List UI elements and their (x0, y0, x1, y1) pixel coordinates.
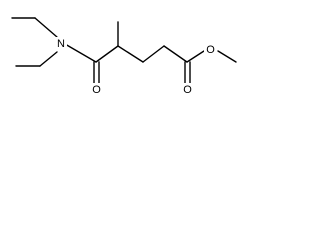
ester-carbonyl-oxygen-atom: O (181, 83, 194, 97)
amide-oxygen-label: O (92, 84, 101, 96)
amide-oxygen-atom: O (90, 83, 103, 97)
nitrogen-label: N (57, 38, 65, 50)
atom-labels: N O O O (55, 37, 217, 97)
bond-ch2-a-ch2-b (142, 45, 165, 63)
nitrogen-atom: N (55, 37, 67, 51)
ester-ether-oxygen-atom: O (204, 43, 217, 57)
bonds (11, 17, 237, 85)
bond-ch2-b-ester-c (163, 45, 188, 63)
bond-ether-o-methyl (217, 50, 237, 63)
bond-upper-ethyl-ch2-n (34, 17, 58, 38)
molecule-svg: N O O O (11, 17, 237, 97)
bond-carbonyl-ch (95, 45, 119, 63)
ester-ether-oxygen-label: O (206, 44, 215, 56)
structure-diagram: N O O O (0, 0, 256, 112)
bond-ester-c-ether-o (186, 50, 205, 63)
bond-lower-ethyl-n-ch2 (39, 51, 58, 67)
bond-ch-ch2-a (117, 45, 144, 63)
bond-n-carbonyl (64, 43, 97, 63)
ester-carbonyl-oxygen-label: O (183, 84, 192, 96)
